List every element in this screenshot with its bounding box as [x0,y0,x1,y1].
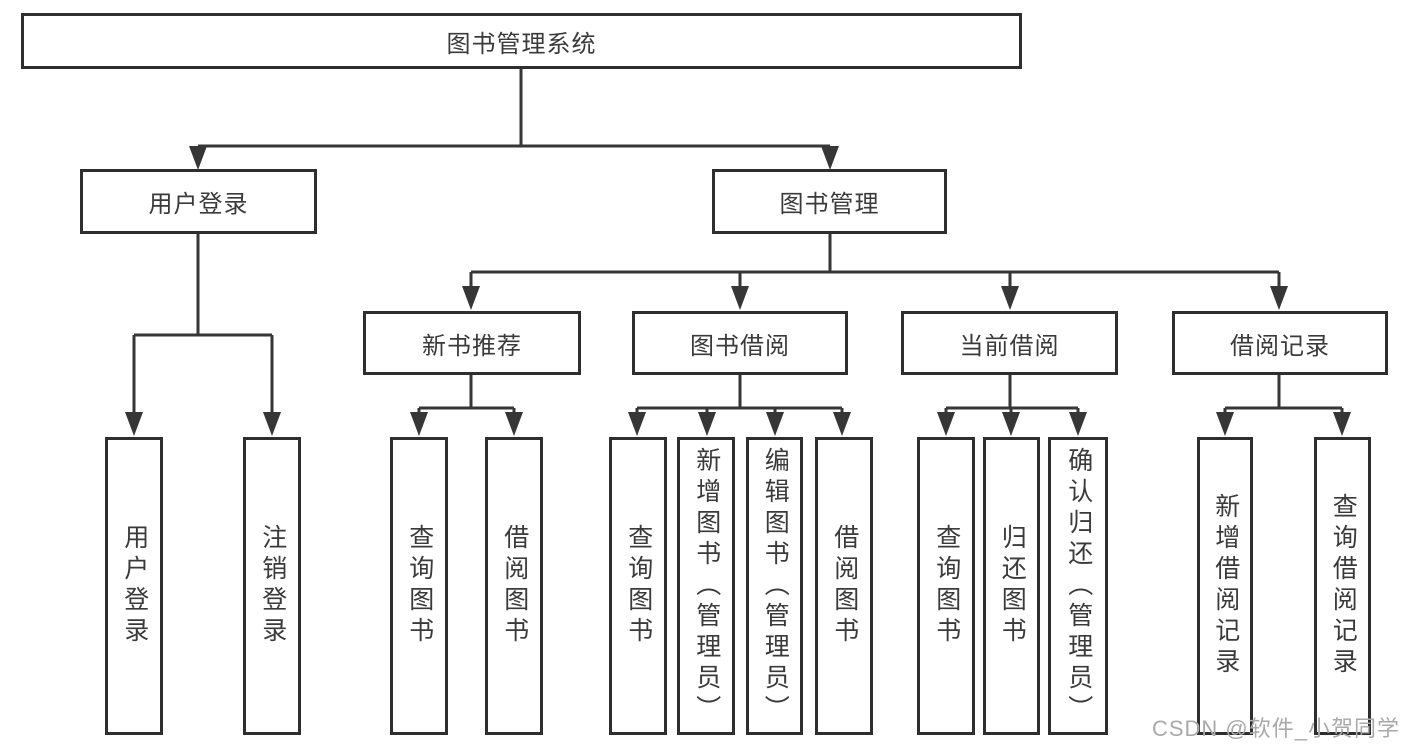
connector-root-to-level2 [189,69,839,170]
node-root-label: 图书管理系统 [446,30,597,58]
node-book-management: 图书管理 [712,169,947,234]
leaf-bb-query-books-label: 查询图书 [624,524,653,648]
node-current-borrow-label: 当前借阅 [959,332,1060,360]
leaf-user-login: 用户登录 [105,437,163,735]
leaf-nbr-borrow-books: 借阅图书 [485,437,543,735]
leaf-bb-borrow-books-label: 借阅图书 [830,524,859,648]
watermark-text: CSDN @软件_小贺同学 [1151,716,1400,741]
leaf-bb-add-books-admin: 新增图书（管理员） [677,437,735,735]
node-new-book-recommend: 新书推荐 [363,311,581,375]
node-current-borrow: 当前借阅 [901,311,1118,375]
arrowhead [628,412,646,436]
arrowhead [410,412,428,436]
node-borrow-records: 借阅记录 [1172,311,1388,375]
node-user-login: 用户登录 [80,169,317,234]
leaf-nbr-query-books: 查询图书 [390,437,448,735]
leaf-br-add-record: 新增借阅记录 [1197,437,1253,735]
leaf-cb-query-books: 查询图书 [917,437,975,735]
leaf-bb-edit-books-admin-label: 编辑图书（管理员） [761,446,790,726]
arrowhead [1270,286,1288,310]
leaf-cb-confirm-return-admin-label: 确认归还（管理员） [1064,446,1093,726]
arrowhead [937,412,955,436]
leaf-nbr-borrow-books-label: 借阅图书 [500,524,529,648]
connector-borrow-records-children [1216,375,1351,436]
leaf-br-query-record-label: 查询借阅记录 [1329,493,1358,679]
node-book-borrow: 图书借阅 [632,311,848,375]
arrowhead [189,146,207,170]
arrowhead [125,412,143,436]
leaf-bb-edit-books-admin: 编辑图书（管理员） [746,437,803,735]
node-root: 图书管理系统 [21,13,1022,69]
arrowhead [1333,412,1351,436]
leaf-logout-label: 注销登录 [258,524,287,648]
leaf-bb-add-books-admin-label: 新增图书（管理员） [692,446,721,726]
connector-user-login-children [125,234,281,436]
node-new-book-recommend-label: 新书推荐 [422,332,522,360]
arrowhead [766,412,784,436]
leaf-cb-return-books: 归还图书 [983,437,1040,735]
arrowhead [1216,412,1234,436]
connector-new-book-recommend-children [410,375,523,436]
arrowhead [731,286,749,310]
arrowhead [263,412,281,436]
connector-book-borrow-children [628,375,851,436]
connector-current-borrow-children [937,375,1087,436]
leaf-nbr-query-books-label: 查询图书 [405,524,434,648]
arrowhead [833,412,851,436]
leaf-cb-return-books-label: 归还图书 [998,524,1027,648]
leaf-cb-confirm-return-admin: 确认归还（管理员） [1048,437,1108,735]
leaf-br-query-record: 查询借阅记录 [1314,437,1371,735]
arrowhead [698,412,716,436]
leaf-br-add-record-label: 新增借阅记录 [1211,493,1240,679]
arrowhead [1001,286,1019,310]
leaf-bb-borrow-books: 借阅图书 [815,437,873,735]
arrowhead [821,146,839,170]
node-user-login-label: 用户登录 [148,191,249,218]
node-borrow-records-label: 借阅记录 [1230,332,1330,360]
arrowhead [462,286,480,310]
connector-book-management-sections [462,234,1288,310]
leaf-user-login-label: 用户登录 [120,524,149,648]
arrowhead [1069,412,1087,436]
leaf-logout: 注销登录 [243,437,301,735]
leaf-bb-query-books: 查询图书 [609,437,667,735]
arrowhead [505,412,523,436]
arrowhead [1002,412,1020,436]
node-book-borrow-label: 图书借阅 [690,332,790,360]
node-book-management-label: 图书管理 [779,191,880,218]
leaf-cb-query-books-label: 查询图书 [932,524,961,648]
